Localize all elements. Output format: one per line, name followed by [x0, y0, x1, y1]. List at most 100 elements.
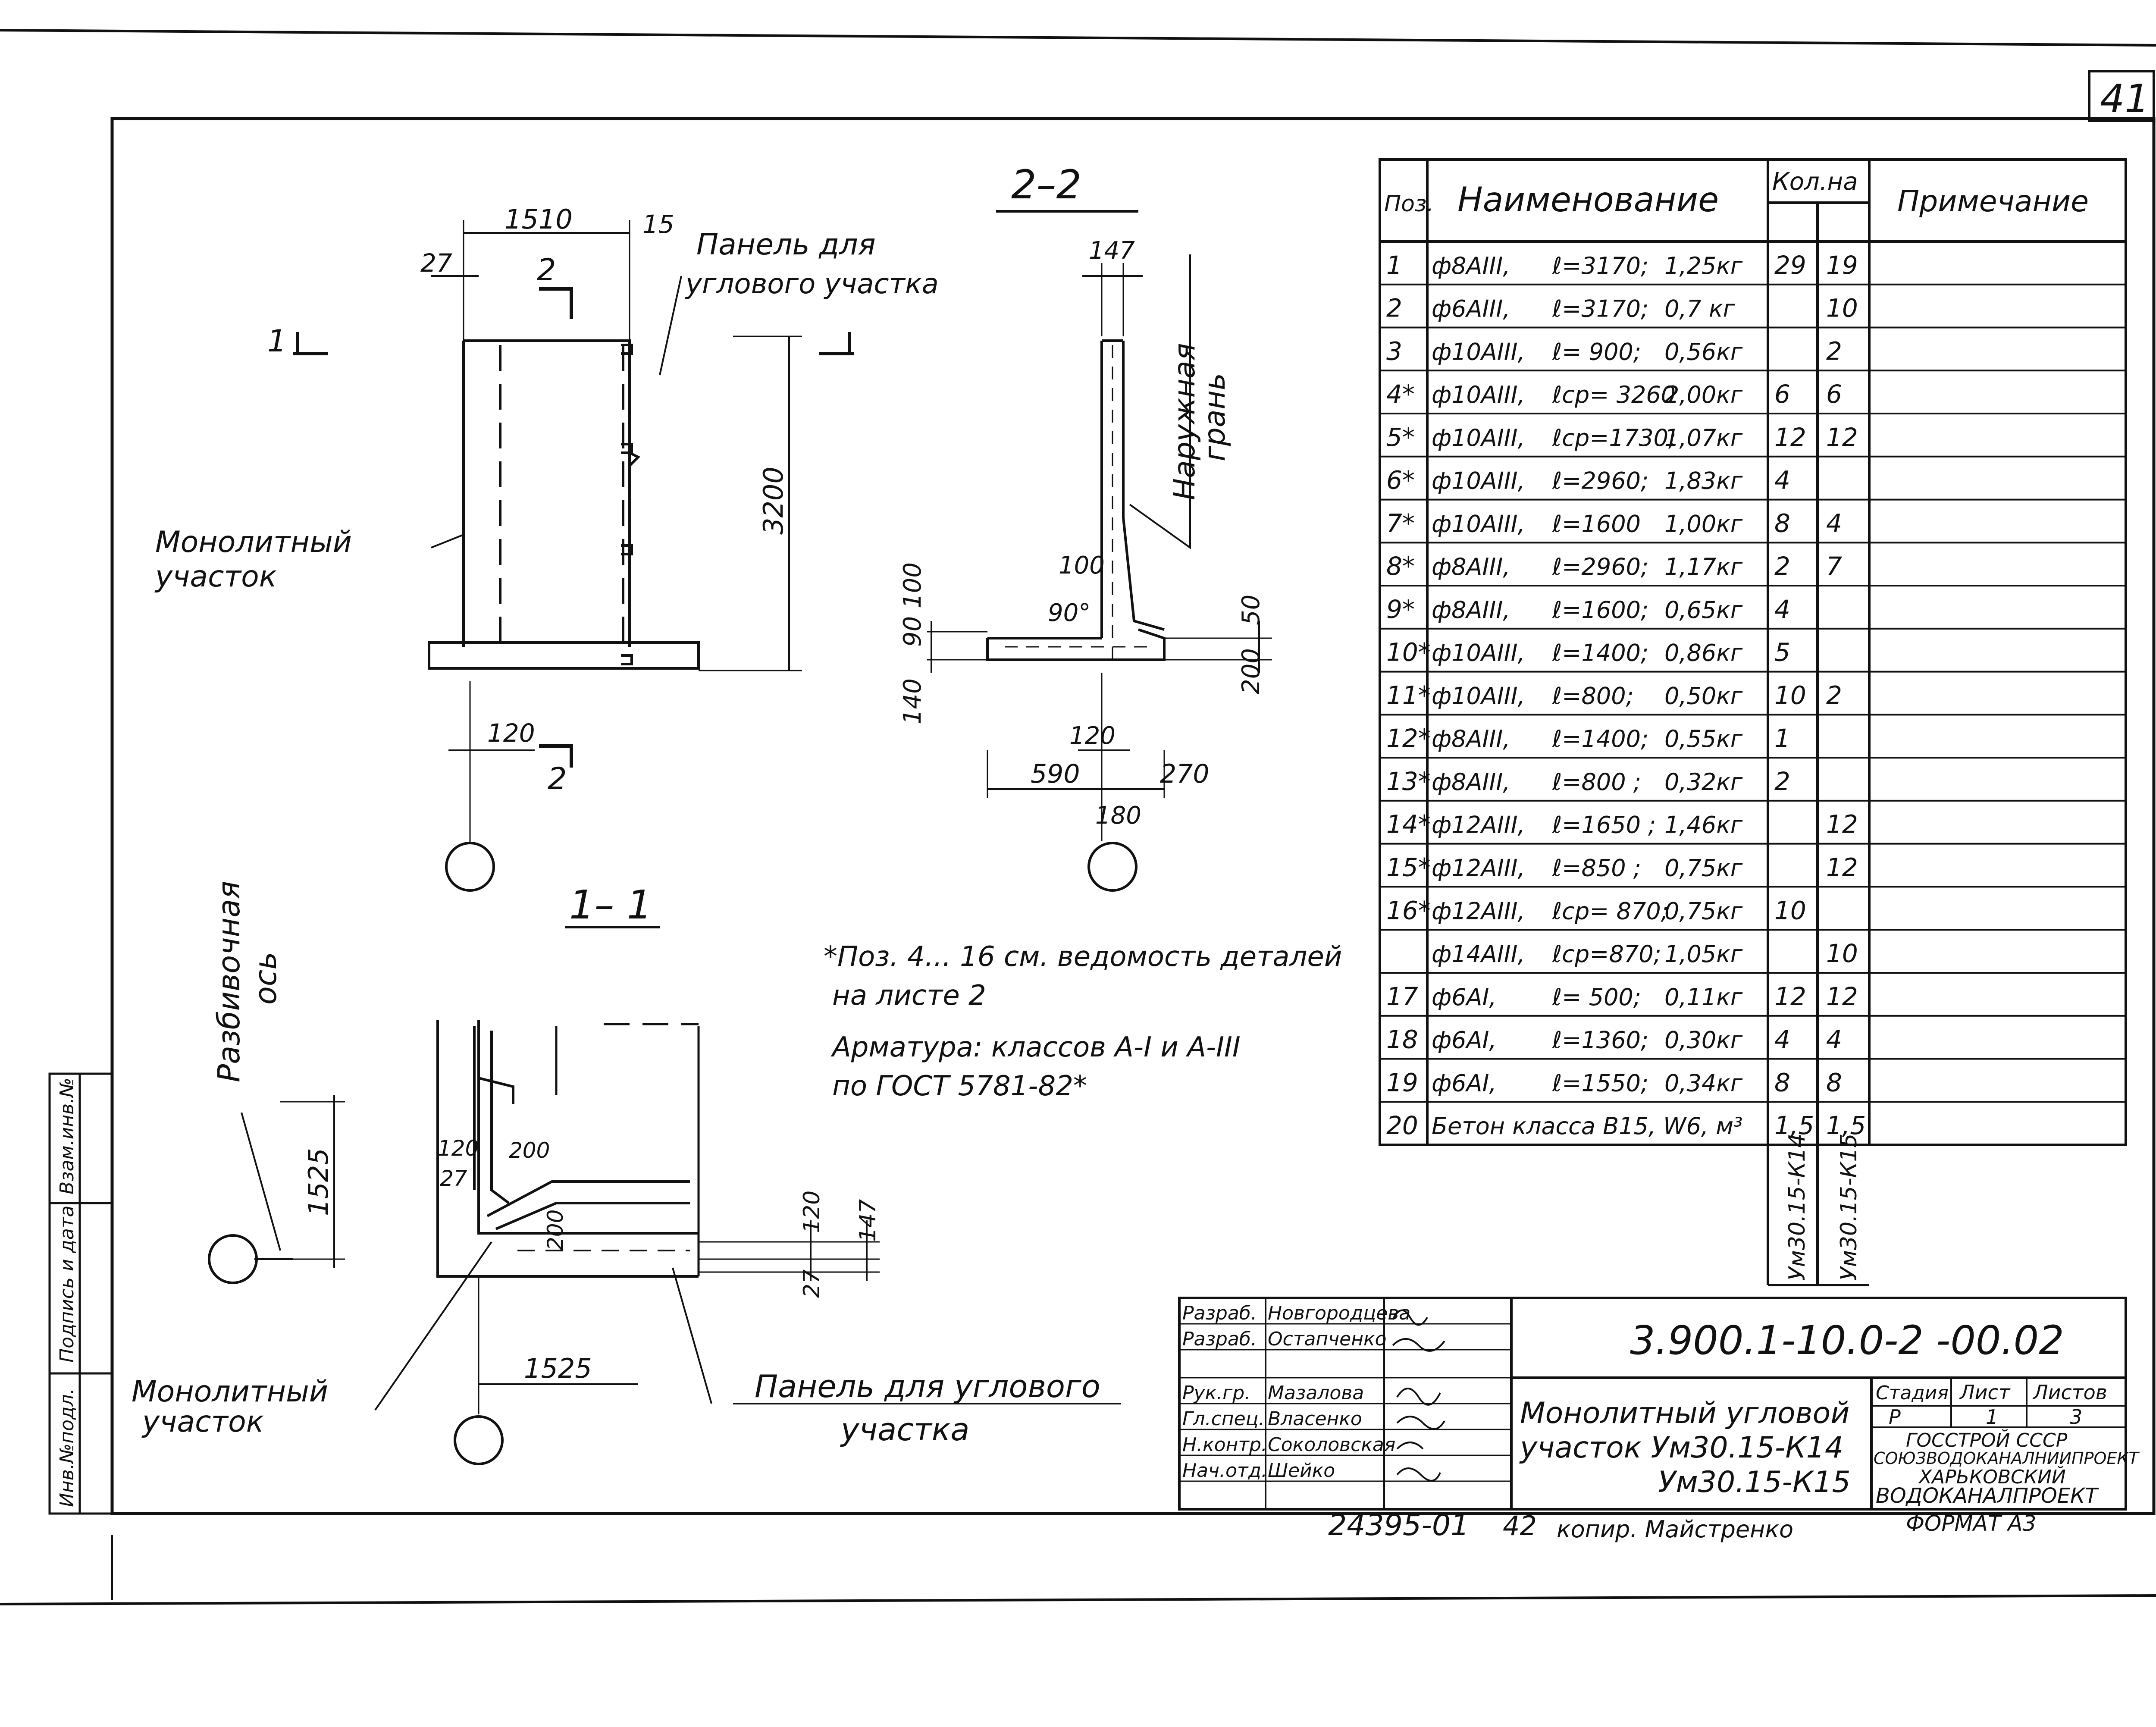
spec-cell-len: ℓ=1400; — [1552, 639, 1648, 667]
plan-panel-label-line2: углового участка — [685, 268, 939, 300]
title-block-roles: Разраб.НовгородцеваРазраб.ОстапченкоРук.… — [1182, 1302, 1410, 1482]
spec-cell-pos: 1 — [1386, 251, 1402, 280]
spec-cell-bar: ф10АIII, — [1432, 510, 1525, 537]
spec-cell-len: ℓ=1360; — [1552, 1027, 1648, 1054]
section22-top-dim: 147 — [1089, 237, 1135, 265]
spec-cell-q1: 4 — [1774, 1025, 1790, 1054]
side-stamp — [48, 1072, 113, 1515]
plan-height-dim: 3200 — [758, 467, 789, 535]
section22-bottom-120: 120 — [1069, 722, 1116, 750]
spec-cell-mass: 0,75кг — [1664, 897, 1743, 925]
spec-cell-bar: ф10АIII, — [1432, 467, 1525, 495]
spec-cell-bar: ф8АIII, — [1432, 553, 1510, 580]
sheet-number: 41 — [2100, 76, 2150, 122]
spec-cell-q2: 12 — [1826, 853, 1858, 882]
spec-cell-bar: ф10АIII, — [1432, 381, 1525, 408]
spec-cell-bar: ф8АIII, — [1432, 252, 1510, 279]
section11-d200b: 200 — [543, 1210, 568, 1251]
spec-cell-bar: ф6АI, — [1432, 1069, 1497, 1097]
footer-copy: копир. Майстренко — [1557, 1516, 1793, 1543]
spec-cell-pos: 6* — [1386, 466, 1415, 495]
footer-inv: 24395-01 — [1328, 1508, 1469, 1542]
sheet-header: Лист — [1959, 1381, 2011, 1404]
role-title: Рук.гр. — [1182, 1382, 1250, 1404]
spec-table-grid — [1379, 158, 2127, 1286]
plan-cut2-label-bottom: 2 — [548, 761, 567, 796]
spec-cell-q2: 12 — [1826, 810, 1858, 839]
spec-header-name: Наименование — [1457, 181, 1719, 219]
spec-cell-pos: 5* — [1386, 423, 1415, 452]
spec-cell-q2: 19 — [1826, 251, 1858, 280]
spec-cell-len: ℓ= 500; — [1552, 984, 1641, 1011]
plan-bottom-dim: 120 — [487, 718, 535, 748]
section22-face-label-2: грань — [1198, 373, 1232, 461]
spec-cell-mass: 0,30кг — [1664, 1027, 1743, 1054]
spec-cell-mass: 1,00кг — [1664, 510, 1743, 537]
org-line-2: СОЮЗВОДОКАНАЛНИИПРОЕКТ — [1874, 1449, 2140, 1468]
sheets-value: 3 — [2070, 1405, 2082, 1429]
spec-cell-pos: 2 — [1386, 294, 1402, 323]
spec-cell-q2: 2 — [1826, 680, 1842, 710]
spec-cell-q1: 10 — [1774, 896, 1806, 925]
stage-header: Стадия — [1876, 1382, 1949, 1404]
plan-right-dim: 15 — [642, 210, 674, 239]
spec-cell-len: ℓср= 3260 — [1552, 381, 1676, 408]
scan-edges — [0, 29, 2156, 1605]
section11-d1525-horiz: 1525 — [524, 1353, 592, 1384]
section11-monolith-label-2: участок — [141, 1405, 264, 1439]
spec-cell-q1: 5 — [1774, 638, 1790, 667]
section22-right-dim2: 200 — [1237, 648, 1265, 694]
spec-header-pos: Поз. — [1384, 191, 1434, 217]
spec-cell-q1: 8 — [1774, 1068, 1790, 1097]
spec-cell-len: ℓ=2960; — [1552, 553, 1648, 580]
role-name: Остапченко — [1268, 1328, 1387, 1350]
spec-cell-mass: 0,50кг — [1664, 682, 1743, 709]
spec-cell-q2: 10 — [1826, 294, 1858, 323]
title-line-3: Ум30.15-К15 — [1658, 1465, 1851, 1499]
spec-col-q2-label: Ум30.15-К15 — [1836, 1133, 1862, 1281]
plan-panel-label-line1: Панель для — [696, 228, 876, 262]
section11-axis-label-2: ось — [248, 952, 283, 1005]
sheets-header: Листов — [2032, 1381, 2107, 1404]
section22-bottom-590: 590 — [1031, 759, 1080, 789]
spec-cell-bar: ф6АI, — [1432, 984, 1497, 1011]
spec-cell-len: ℓ=3170; — [1552, 295, 1648, 323]
plan-monolith-label-line2: участок — [154, 560, 277, 594]
spec-cell-bar: ф8АIII, — [1432, 596, 1510, 624]
section22-angle: 90° — [1048, 599, 1091, 627]
section11-right-dim-27: 27 — [799, 1269, 825, 1298]
spec-cell-len: ℓ=800; — [1552, 682, 1634, 709]
spec-cell-bar: ф12АIII, — [1432, 854, 1525, 881]
spec-cell-q2: 1,5 — [1826, 1111, 1866, 1140]
spec-cell-pos: 19 — [1386, 1068, 1418, 1097]
spec-cell-bar: ф6АIII, — [1432, 295, 1510, 323]
spec-cell-len: ℓср=870; — [1552, 940, 1661, 968]
spec-cell-q1: 10 — [1774, 680, 1806, 710]
section11-axis-label-1: Разбивочная — [211, 881, 247, 1082]
role-title: Разраб. — [1182, 1328, 1257, 1350]
spec-cell-q2: 6 — [1826, 379, 1842, 409]
spec-cell-bar: ф10АIII, — [1432, 338, 1525, 365]
spec-cell-q1: 4 — [1774, 595, 1790, 624]
spec-cell-len: ℓ= 900; — [1552, 338, 1641, 365]
section11-monolith-label-1: Монолитный — [132, 1375, 328, 1409]
spec-cell-bar: ф6АI, — [1432, 1027, 1497, 1054]
spec-cell-bar: ф8АIII, — [1432, 725, 1510, 752]
spec-cell-bar: ф12АIII, — [1432, 897, 1525, 925]
signature-marks — [1392, 1309, 1445, 1482]
section11-right-dim-147: 147 — [855, 1199, 881, 1242]
org-line-4: ВОДОКАНАЛПРОЕКТ — [1876, 1484, 2099, 1508]
plan-monolith-label-line1: Монолитный — [155, 525, 352, 559]
spec-cell-len: ℓ=1600 — [1552, 510, 1641, 537]
section11-d200: 200 — [509, 1138, 550, 1163]
role-title: Н.контр. — [1182, 1434, 1267, 1456]
footer-page: 42 — [1503, 1510, 1537, 1542]
footer-format: ФОРМАТ А3 — [1906, 1511, 2036, 1536]
role-name: Мазалова — [1268, 1382, 1364, 1404]
sheet-number-box: 41 — [2088, 70, 2155, 122]
sheet-frame — [110, 117, 2156, 1515]
spec-cell-pos: 4* — [1386, 379, 1415, 409]
spec-cell-mass: 0,7 кг — [1664, 295, 1736, 323]
section22-bottom-270: 270 — [1160, 759, 1210, 789]
